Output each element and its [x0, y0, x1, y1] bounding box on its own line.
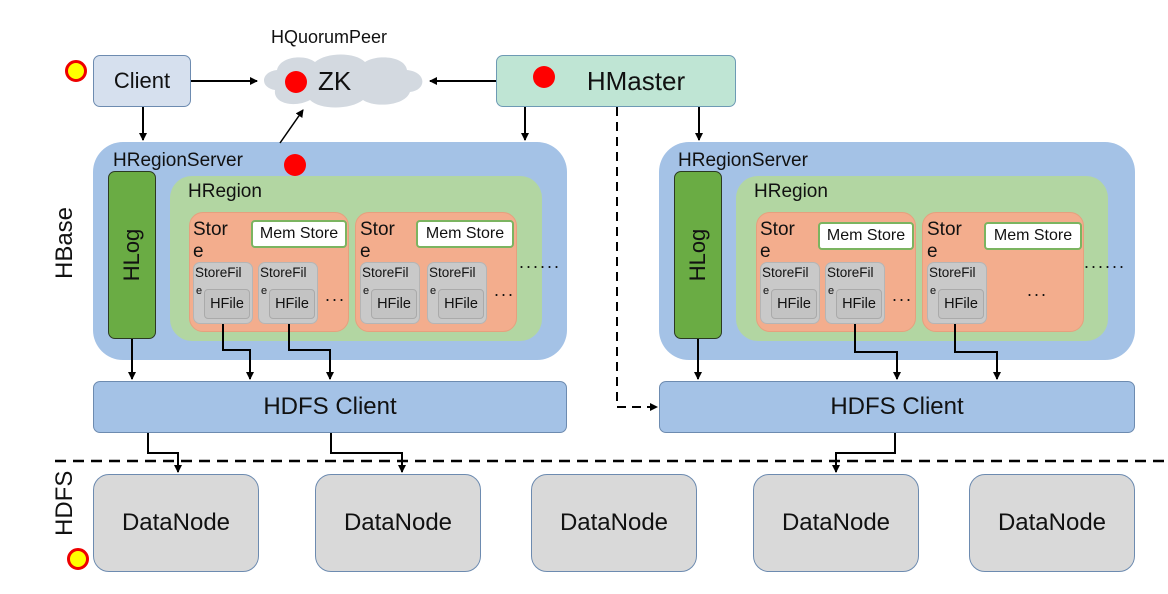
zk-cloud[interactable]	[255, 50, 430, 112]
storefile-wrap-char: e	[430, 285, 437, 297]
hdfs-side-label: HDFS	[51, 470, 78, 536]
hdfs-marker-yellow	[67, 548, 89, 570]
arrow-hmaster-hdfsclient2-dashed	[616, 107, 658, 411]
arrow-rs1-zk	[279, 109, 304, 144]
store-1-1-label: Store	[193, 219, 228, 262]
storefile-wrap-char: e	[828, 285, 835, 297]
store-2-1-label: Store	[760, 219, 795, 262]
storefile-1-2-b[interactable]: StoreFil e HFile	[427, 262, 487, 324]
datanode-label: DataNode	[559, 509, 669, 536]
more-stores-1: ......	[519, 252, 562, 272]
datanode-label: DataNode	[997, 509, 1107, 536]
zk-label: ZK	[318, 66, 352, 96]
hlog-2[interactable]: HLog	[674, 171, 722, 339]
hdfs-client-2-label: HDFS Client	[830, 393, 964, 420]
zk-cloud-shape	[263, 54, 423, 108]
storefile-1-2-a[interactable]: StoreFil e HFile	[360, 262, 420, 324]
hdfs-client-1[interactable]: HDFS Client	[93, 381, 567, 433]
storefile-label: StoreFil	[195, 265, 242, 280]
memstore-2-2-label: Mem Store	[993, 227, 1073, 244]
storefile-label: StoreFil	[362, 265, 409, 280]
storefile-wrap-char: e	[763, 285, 770, 297]
memstore-1-2[interactable]: Mem Store	[416, 220, 514, 248]
storefile-wrap-char: e	[196, 285, 203, 297]
region-server-2-title: HRegionServer	[678, 150, 808, 171]
hdfs-client-2[interactable]: HDFS Client	[659, 381, 1135, 433]
hregion-2-title: HRegion	[754, 181, 828, 202]
hfile: HFile	[836, 289, 882, 319]
arrow-hdfs2-datanode4	[832, 433, 896, 473]
datanode-3[interactable]: DataNode	[531, 474, 697, 572]
memstore-1-1-label: Mem Store	[259, 225, 339, 242]
storefile-label: StoreFil	[762, 265, 809, 280]
zk-marker-red	[285, 71, 307, 93]
storefile-1-1-b[interactable]: StoreFil e HFile	[258, 262, 318, 324]
store-2-2-label: Store	[927, 219, 962, 262]
hlog-2-label: HLog	[685, 228, 710, 282]
arrow-hdfs1-datanode2	[330, 433, 406, 473]
datanode-1[interactable]: DataNode	[93, 474, 259, 572]
storefile-label: StoreFil	[929, 265, 976, 280]
hmaster-marker-red	[533, 66, 555, 88]
storefile-wrap-char: e	[363, 285, 370, 297]
datanode-label: DataNode	[121, 509, 231, 536]
client-marker-yellow	[65, 60, 87, 82]
client-box[interactable]: Client	[93, 55, 191, 107]
memstore-1-1[interactable]: Mem Store	[251, 220, 347, 248]
storefile-2-2-a[interactable]: StoreFil e HFile	[927, 262, 987, 324]
hfile: HFile	[204, 289, 250, 319]
datanode-label: DataNode	[343, 509, 453, 536]
region-server-marker-red	[284, 154, 306, 176]
storefile-wrap-char: e	[261, 285, 268, 297]
storefile-label: StoreFil	[429, 265, 476, 280]
storefile-1-1-a[interactable]: StoreFil e HFile	[193, 262, 253, 324]
hdfs-client-1-label: HDFS Client	[263, 393, 397, 420]
hmaster-box[interactable]: HMaster	[496, 55, 736, 107]
datanode-2[interactable]: DataNode	[315, 474, 481, 572]
hfile: HFile	[371, 289, 417, 319]
storefile-2-1-a[interactable]: StoreFil e HFile	[760, 262, 820, 324]
hfile: HFile	[771, 289, 817, 319]
hbase-side-label: HBase	[51, 206, 78, 279]
more-storefiles-2-2: ...	[1027, 280, 1049, 300]
more-storefiles-1-1: ...	[325, 285, 347, 305]
hregion-1-title: HRegion	[188, 181, 262, 202]
datanode-label: DataNode	[781, 509, 891, 536]
more-storefiles-1-2: ...	[494, 280, 516, 300]
memstore-2-1[interactable]: Mem Store	[818, 222, 914, 250]
store-1-2-label: Store	[360, 219, 395, 262]
hfile: HFile	[269, 289, 315, 319]
client-label: Client	[113, 68, 171, 93]
memstore-1-2-label: Mem Store	[425, 225, 505, 242]
hfile: HFile	[438, 289, 484, 319]
datanode-4[interactable]: DataNode	[753, 474, 919, 572]
storefile-wrap-char: e	[930, 285, 937, 297]
memstore-2-2[interactable]: Mem Store	[984, 222, 1082, 250]
storefile-label: StoreFil	[260, 265, 307, 280]
arrow-hdfs1-datanode1	[147, 433, 182, 473]
more-stores-2: ......	[1084, 252, 1127, 272]
more-storefiles-2-1: ...	[892, 285, 914, 305]
hlog-1-label: HLog	[119, 228, 144, 282]
memstore-2-1-label: Mem Store	[826, 227, 906, 244]
region-server-1-title: HRegionServer	[113, 150, 243, 171]
zk-caption: HQuorumPeer	[271, 27, 388, 47]
datanode-5[interactable]: DataNode	[969, 474, 1135, 572]
storefile-2-1-b[interactable]: StoreFil e HFile	[825, 262, 885, 324]
storefile-label: StoreFil	[827, 265, 874, 280]
hfile: HFile	[938, 289, 984, 319]
hlog-1[interactable]: HLog	[108, 171, 156, 339]
hmaster-label: HMaster	[586, 65, 686, 96]
